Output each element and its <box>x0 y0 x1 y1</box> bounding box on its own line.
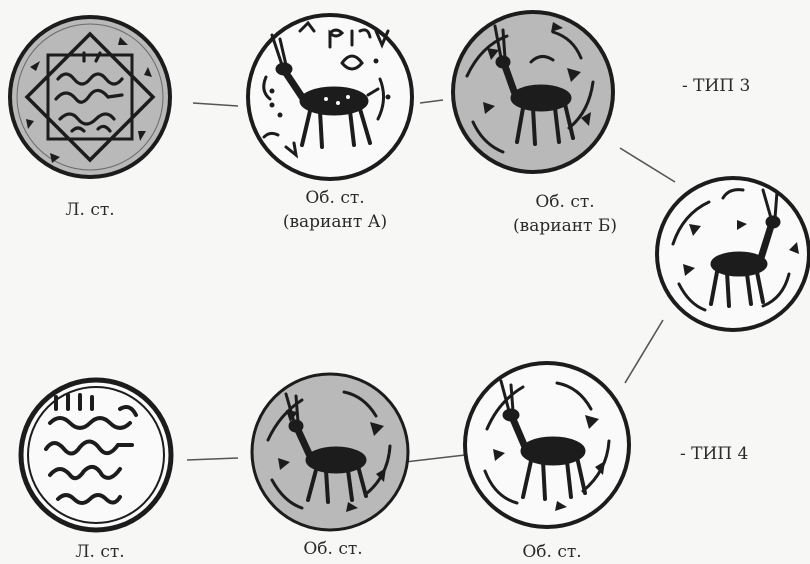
caption-line: Об. ст. <box>513 190 617 214</box>
connector-line <box>405 455 465 462</box>
connector-line <box>625 320 663 383</box>
type-label-4: - ТИП 4 <box>680 444 748 464</box>
connector-line <box>193 103 238 106</box>
coin-reverse-variant-b <box>453 12 613 172</box>
coin-reverse-type4-b <box>465 363 629 527</box>
connector-line <box>620 148 675 182</box>
caption-reverse-variant-b: Об. ст. (вариант Б) <box>513 190 617 238</box>
caption-line: Л. ст. <box>75 540 124 564</box>
coin-reverse-variant-a <box>248 15 412 179</box>
connector-line <box>420 100 443 103</box>
coin-obverse-type3 <box>10 17 170 177</box>
coin-reverse-type4-a <box>252 374 408 530</box>
caption-reverse-type4-a: Об. ст. <box>303 537 362 561</box>
caption-line: Об. ст. <box>283 186 387 210</box>
type-label-3: - ТИП 3 <box>682 76 750 96</box>
caption-line: Об. ст. <box>522 540 581 564</box>
connector-line <box>187 458 238 460</box>
caption-line: (вариант Б) <box>513 214 617 238</box>
caption-reverse-type4-b: Об. ст. <box>522 540 581 564</box>
coin-obverse-type4 <box>21 380 171 530</box>
caption-obverse-type4: Л. ст. <box>75 540 124 564</box>
caption-line: Об. ст. <box>303 537 362 561</box>
coin-edge <box>21 380 171 530</box>
coin-reverse-type3-linked <box>657 178 809 330</box>
caption-line: Л. ст. <box>65 198 114 222</box>
caption-line: (вариант А) <box>283 210 387 234</box>
caption-reverse-variant-a: Об. ст. (вариант А) <box>283 186 387 234</box>
caption-obverse-type3: Л. ст. <box>65 198 114 222</box>
